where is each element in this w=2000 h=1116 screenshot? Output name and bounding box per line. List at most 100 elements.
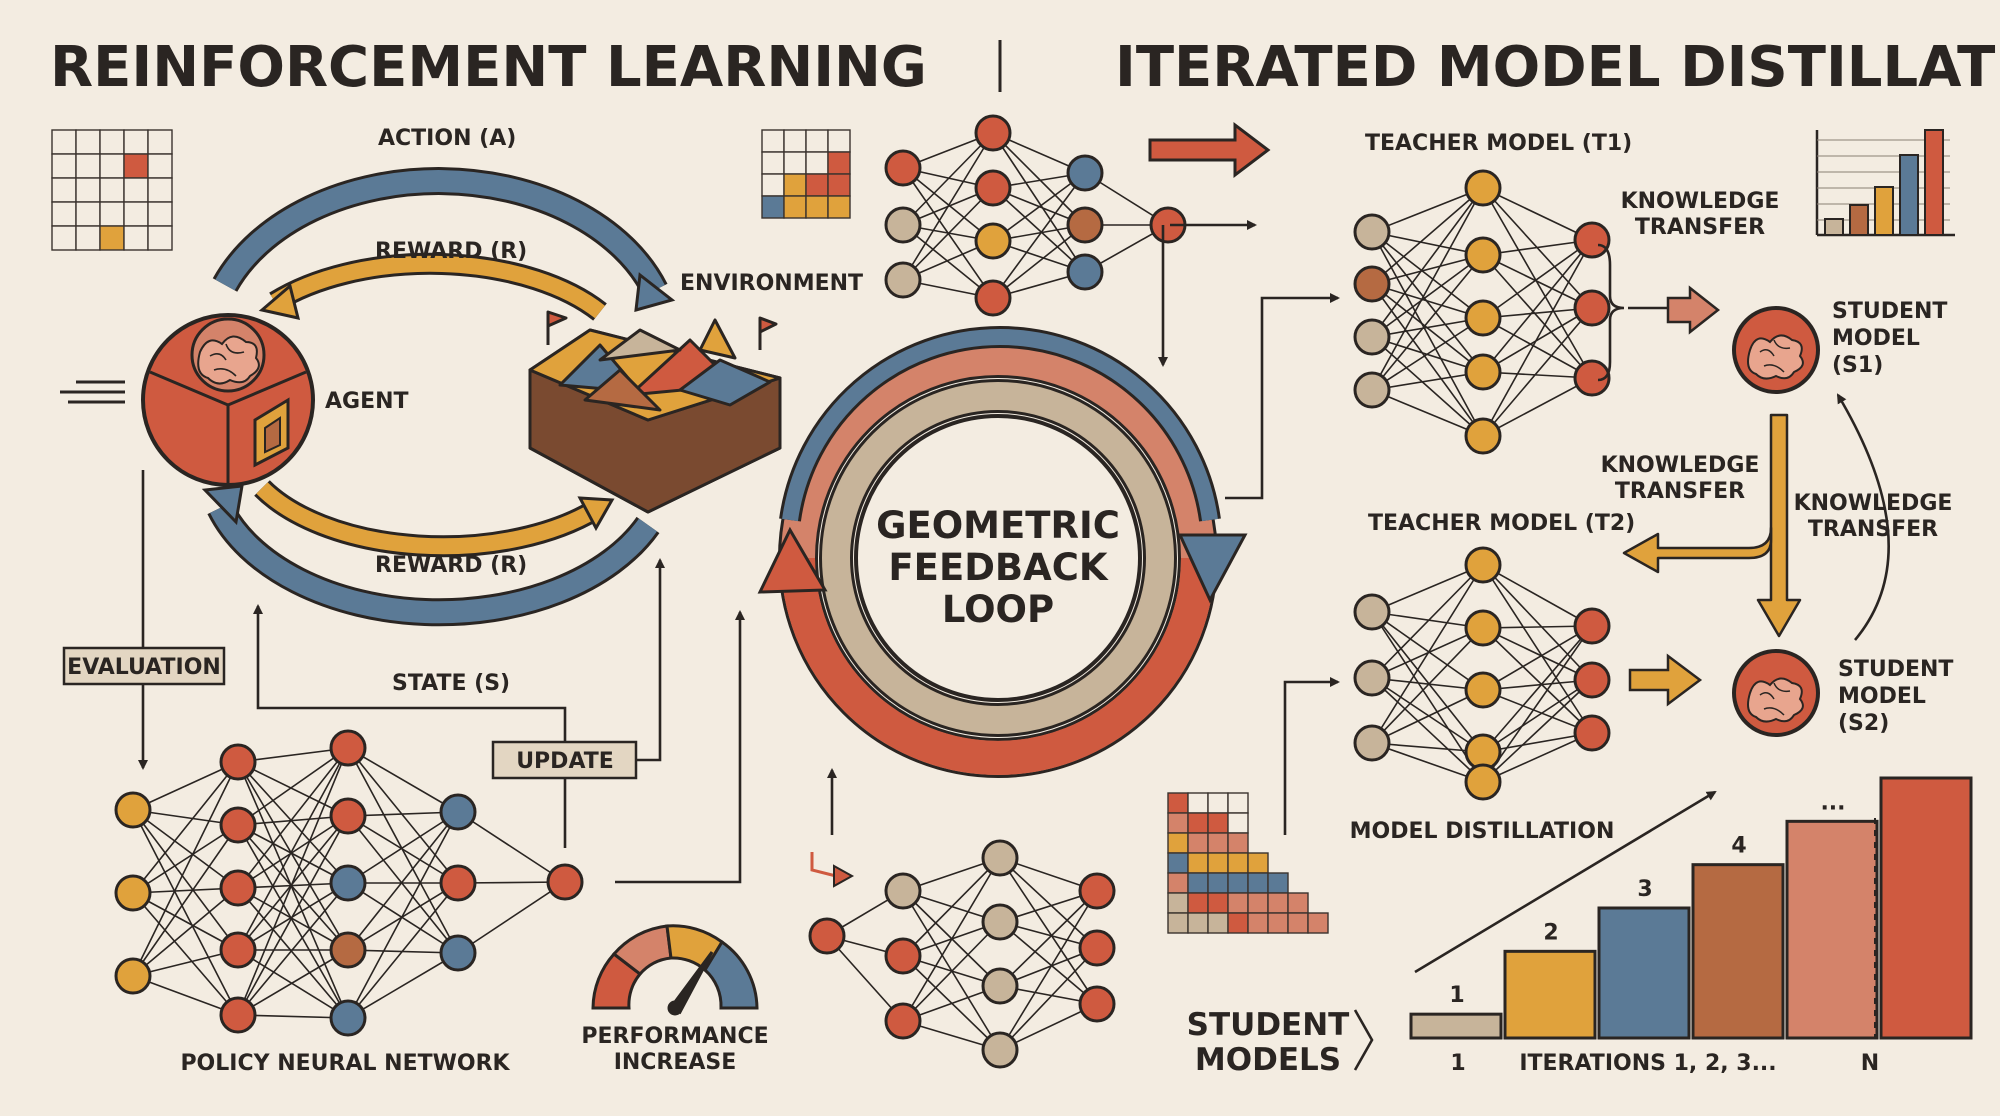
evaluation-box: [62, 646, 226, 686]
policy-net-edge: [237, 815, 349, 889]
grid-c-cell: [1247, 912, 1269, 934]
policy-net-edge: [237, 761, 349, 951]
grid-b-cell: [827, 195, 851, 219]
grid-a-cell: [99, 129, 125, 155]
student1-label-line3: (S1): [1832, 353, 1883, 378]
grid-c-cell: [1267, 892, 1289, 914]
performance-gauge-icon: [591, 924, 759, 1016]
teacher1-net-edge: [1482, 307, 1593, 437]
teacher2-net-edge: [1371, 611, 1484, 753]
policy-net-edge: [347, 952, 459, 1019]
grid-a-cell: [123, 225, 149, 251]
teacher1-net-edge: [1371, 283, 1484, 319]
bottom-net-edge: [902, 857, 1001, 957]
student1-brain-icon: [1732, 306, 1820, 394]
loop-label-line2: FEEDBACK: [888, 546, 1109, 589]
grid-b-cell: [805, 129, 829, 153]
grid-b-cell: [805, 173, 829, 197]
bar-...: [1785, 819, 1879, 1040]
teacher2-net-node: [1464, 763, 1502, 801]
policy-net-edge: [132, 809, 239, 951]
teacher2-neural-network-icon: [1353, 546, 1611, 801]
teacher2-net-edge: [1482, 732, 1593, 783]
top-net-node: [1066, 206, 1104, 244]
student2-label-line1: STUDENT: [1838, 657, 1953, 682]
bottom-net-node: [1078, 872, 1116, 910]
policy-net-node: [114, 874, 152, 912]
bottom-net-edge: [902, 857, 1001, 1022]
teacher2-net-edge: [1482, 679, 1593, 753]
policy-net-edge: [457, 811, 566, 883]
policy-network-label: POLICY NEURAL NETWORK: [180, 1051, 510, 1076]
teacher2-net-node: [1353, 724, 1391, 762]
grid-a-cell: [75, 129, 101, 155]
grid-c-cell: [1247, 872, 1269, 894]
teacher1-net-edge: [1371, 371, 1484, 391]
teacher2-net-edge: [1482, 564, 1593, 681]
teacher1-net-edge: [1371, 254, 1484, 391]
top-net-node: [1066, 253, 1104, 291]
top-net-node: [884, 206, 922, 244]
grid-c-cell: [1247, 852, 1269, 874]
policy-net-edge: [237, 747, 349, 1016]
student-models-chevron-icon: [1353, 1009, 1374, 1071]
policy-net-node: [219, 806, 257, 844]
grid-b-cell: [783, 173, 807, 197]
teacher2-net-edge: [1371, 689, 1484, 744]
grid-c-cell: [1227, 872, 1249, 894]
top-net-node: [974, 279, 1012, 317]
bottom-net-node: [981, 1031, 1019, 1069]
grid-c-cell: [1227, 792, 1249, 814]
action-arrow: [215, 170, 665, 295]
grid-c-cell: [1207, 912, 1229, 934]
grid-c-cell: [1167, 892, 1189, 914]
bar-N: [1879, 776, 1973, 1040]
grid-c-cell: [1247, 892, 1269, 914]
policy-net-edge: [237, 949, 349, 1019]
action-label: ACTION (A): [378, 126, 516, 151]
policy-net-edge: [237, 824, 349, 884]
grid-b-cell: [827, 173, 851, 197]
policy-net-edge: [237, 747, 349, 889]
policy-net-edge: [237, 887, 349, 951]
grid-c-cell: [1207, 872, 1229, 894]
teacher1-net-edge: [1482, 307, 1593, 373]
teacher2-net-node: [1353, 593, 1391, 631]
teacher1-net-node: [1464, 299, 1502, 337]
teacher1-label: TEACHER MODEL (T1): [1365, 131, 1632, 156]
policy-net-node: [439, 934, 477, 972]
bottom-net-edge: [826, 935, 904, 1022]
teacher1-net-node: [1464, 236, 1502, 274]
geometric-feedback-loop: [757, 326, 1248, 778]
mini-chart-bar: [1824, 218, 1844, 236]
policy-net-node: [219, 996, 257, 1034]
terrain-environment-icon: [528, 310, 782, 514]
top-net-edge: [992, 132, 1086, 273]
bottom-net-edge: [999, 947, 1098, 1051]
student1-label-line1: STUDENT: [1832, 299, 1947, 324]
growth-trend-arrow: [1414, 790, 1717, 974]
teacher2-to-student2-arrow: [1628, 653, 1703, 707]
grid-a-cell: [75, 201, 101, 227]
teacher1-net-edge: [1371, 317, 1484, 338]
grid-b-cell: [783, 151, 807, 175]
state-grid-icon: [51, 129, 173, 251]
teacher1-net-edge: [1482, 187, 1593, 379]
policy-net-edge: [237, 815, 349, 1016]
teacher1-net-edge: [1482, 317, 1593, 379]
top-net-edge: [992, 172, 1086, 242]
policy-net-edge: [237, 882, 349, 1016]
grid-a-cell: [99, 177, 125, 203]
policy-net-edge: [132, 761, 239, 894]
policy-net-edge: [237, 761, 349, 1019]
policy-net-node: [329, 729, 367, 767]
kt-right-label-line2: TRANSFER: [1808, 517, 1938, 542]
grid-c-cell: [1167, 872, 1189, 894]
policy-net-edge: [132, 887, 239, 977]
policy-net-node: [546, 863, 584, 901]
teacher2-net-edge: [1482, 627, 1593, 734]
bar-label-1: 1: [1449, 983, 1464, 1008]
grid-c-cell: [1167, 852, 1189, 874]
policy-net-edge: [237, 747, 349, 826]
